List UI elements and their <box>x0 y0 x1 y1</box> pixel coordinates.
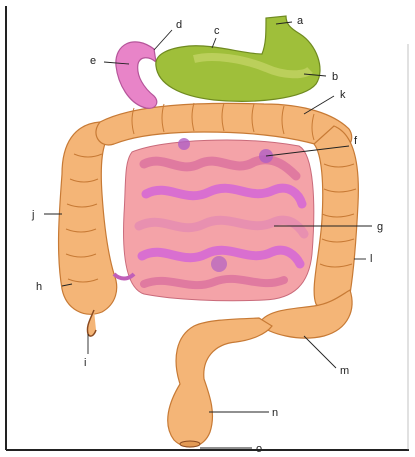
label-c: c <box>214 25 220 37</box>
ileocecal-junction <box>114 274 134 279</box>
label-m: m <box>340 365 349 377</box>
intestine-loop-5 <box>144 279 284 285</box>
label-e: e <box>90 55 96 67</box>
small-intestine <box>114 138 314 301</box>
label-b: b <box>332 71 338 83</box>
label-d: d <box>176 19 182 31</box>
digestive-system-diagram: a b c d e f g h i j k l m n o <box>4 4 411 453</box>
label-j: j <box>31 209 34 221</box>
label-l: l <box>370 253 372 265</box>
anus <box>180 441 200 447</box>
leader-m <box>304 336 336 368</box>
label-o: o <box>256 443 262 453</box>
rectum <box>168 318 272 447</box>
diagram-frame: a b c d e f g h i j k l m n o <box>4 4 411 453</box>
leader-c <box>212 38 216 48</box>
label-k: k <box>340 89 346 101</box>
label-f: f <box>354 135 358 147</box>
intestine-shade-3 <box>178 138 190 150</box>
label-n: n <box>272 407 278 419</box>
label-h: h <box>36 281 42 293</box>
label-g: g <box>377 221 383 233</box>
descending-colon <box>314 126 358 311</box>
label-a: a <box>297 15 304 27</box>
duodenum <box>116 42 157 108</box>
leader-d <box>154 30 172 50</box>
label-i: i <box>84 357 86 369</box>
intestine-shade-2 <box>211 256 227 272</box>
